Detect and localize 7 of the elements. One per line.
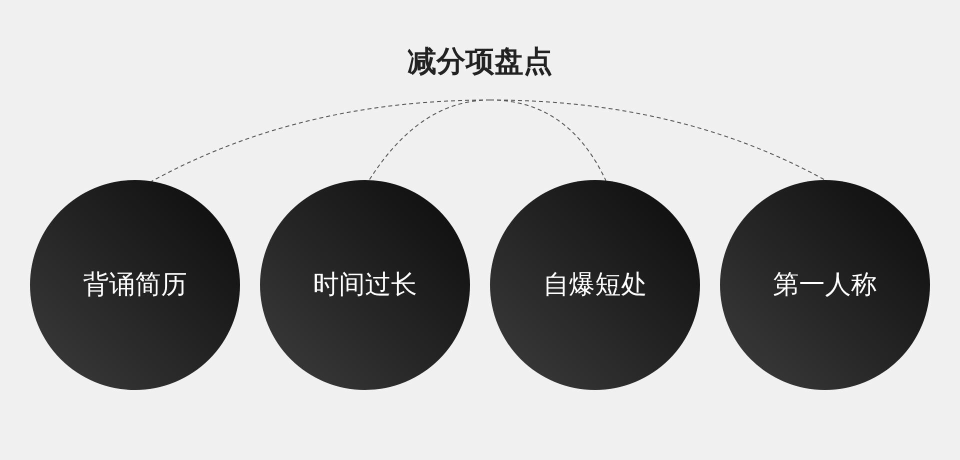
dashed-connector bbox=[490, 100, 826, 180]
node-label: 背诵简历 bbox=[83, 269, 187, 301]
dashed-connector bbox=[368, 100, 490, 181]
node-label: 自爆短处 bbox=[543, 269, 647, 301]
diagram-title: 减分项盘点 bbox=[408, 44, 552, 78]
node-label: 第一人称 bbox=[773, 269, 877, 301]
node-label: 时间过长 bbox=[313, 269, 417, 301]
